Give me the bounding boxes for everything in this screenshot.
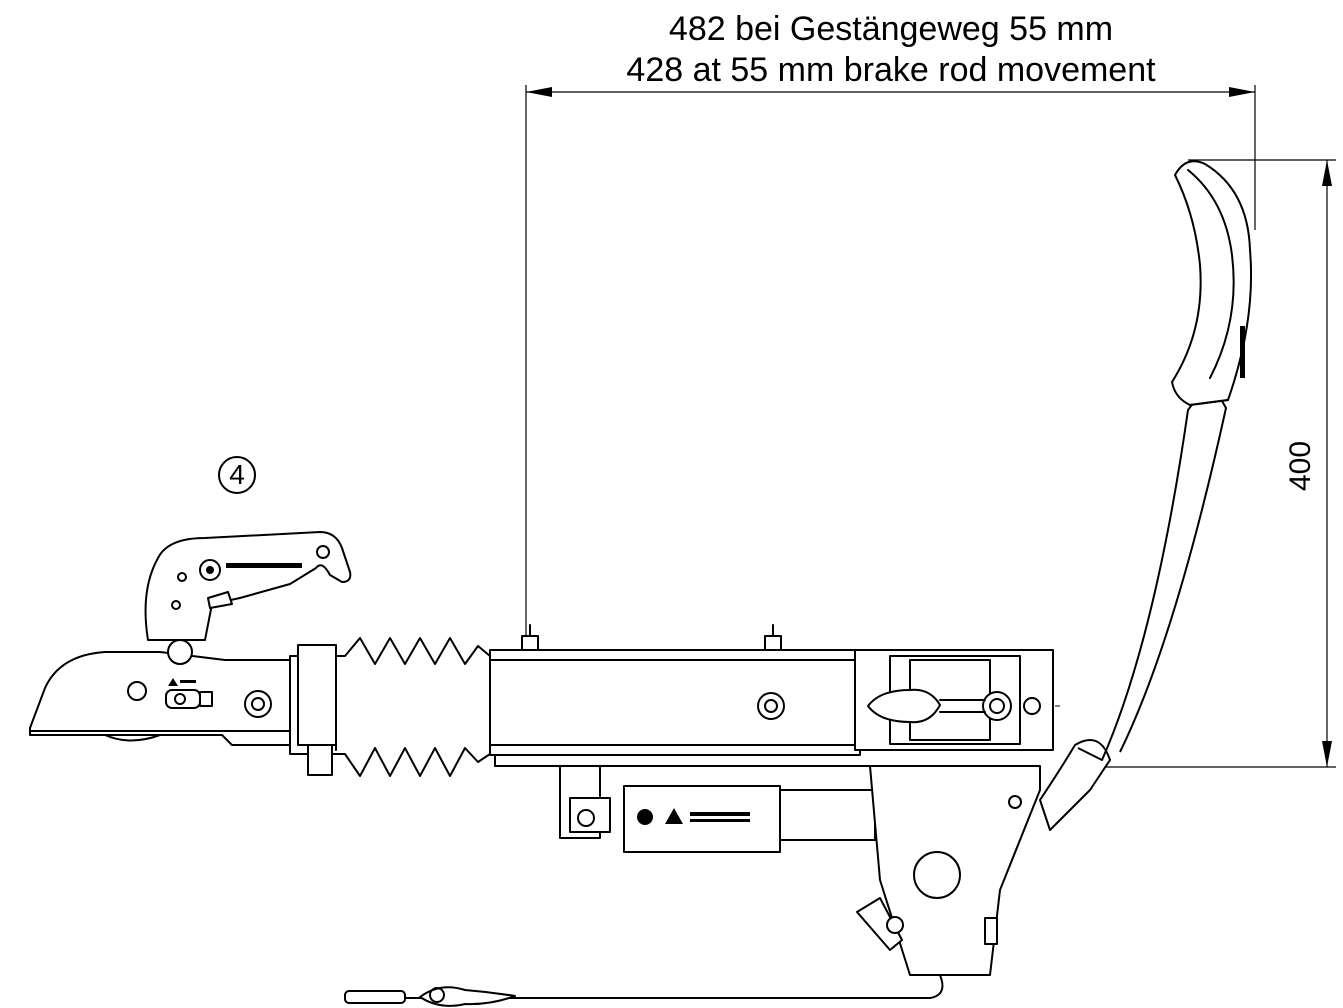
rear-bracket [854,649,1054,751]
item-callout-number: 4 [218,456,256,494]
breakaway-cable [344,974,944,1007]
coupling-handle [144,531,352,641]
handbrake-lever [1039,160,1253,831]
coupling-head [29,622,291,746]
length-dimension-label-german: 482 bei Gestängeweg 55 mm [668,10,1114,48]
length-dimension-label-english: 428 at 55 mm brake rod movement [626,51,1156,89]
handbrake-base [856,765,1041,976]
length-dimension-line [525,85,1256,640]
height-dimension-label: 400 [1284,440,1317,492]
overrun-housing [489,624,881,767]
shock-absorber [559,765,876,853]
height-dimension-line [1100,159,1336,768]
bellows [289,637,491,777]
